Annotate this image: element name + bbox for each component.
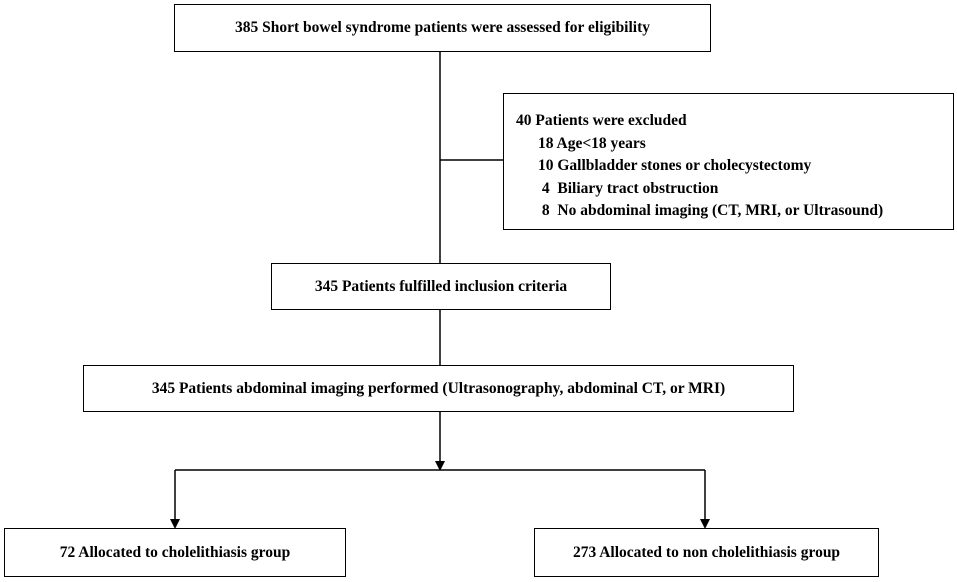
imaging-label: 345 Patients abdominal imaging performed… bbox=[151, 379, 726, 397]
cholelithiasis-group-box: 72 Allocated to cholelithiasis group bbox=[4, 528, 346, 577]
cholelithiasis-group-label: 72 Allocated to cholelithiasis group bbox=[59, 543, 291, 561]
excluded-item-age: 18 Age<18 years bbox=[538, 134, 646, 152]
included-label: 345 Patients fulfilled inclusion criteri… bbox=[314, 277, 568, 295]
assessed-label: 385 Short bowel syndrome patients were a… bbox=[234, 19, 651, 36]
non-cholelithiasis-group-label: 273 Allocated to non cholelithiasis grou… bbox=[572, 543, 841, 561]
excluded-box: 40 Patients were excluded 18 Age<18 year… bbox=[503, 93, 954, 230]
excluded-item-no-imaging: 8 No abdominal imaging (CT, MRI, or Ultr… bbox=[538, 202, 884, 219]
included-box: 345 Patients fulfilled inclusion criteri… bbox=[271, 263, 611, 310]
excluded-title: 40 Patients were excluded bbox=[516, 112, 687, 129]
assessed-box: 385 Short bowel syndrome patients were a… bbox=[174, 4, 711, 52]
excluded-item-gallbladder: 10 Gallbladder stones or cholecystectomy bbox=[538, 157, 812, 174]
non-cholelithiasis-group-box: 273 Allocated to non cholelithiasis grou… bbox=[534, 528, 879, 577]
excluded-item-biliary: 4 Biliary tract obstruction bbox=[538, 179, 719, 197]
imaging-box: 345 Patients abdominal imaging performed… bbox=[83, 365, 794, 412]
